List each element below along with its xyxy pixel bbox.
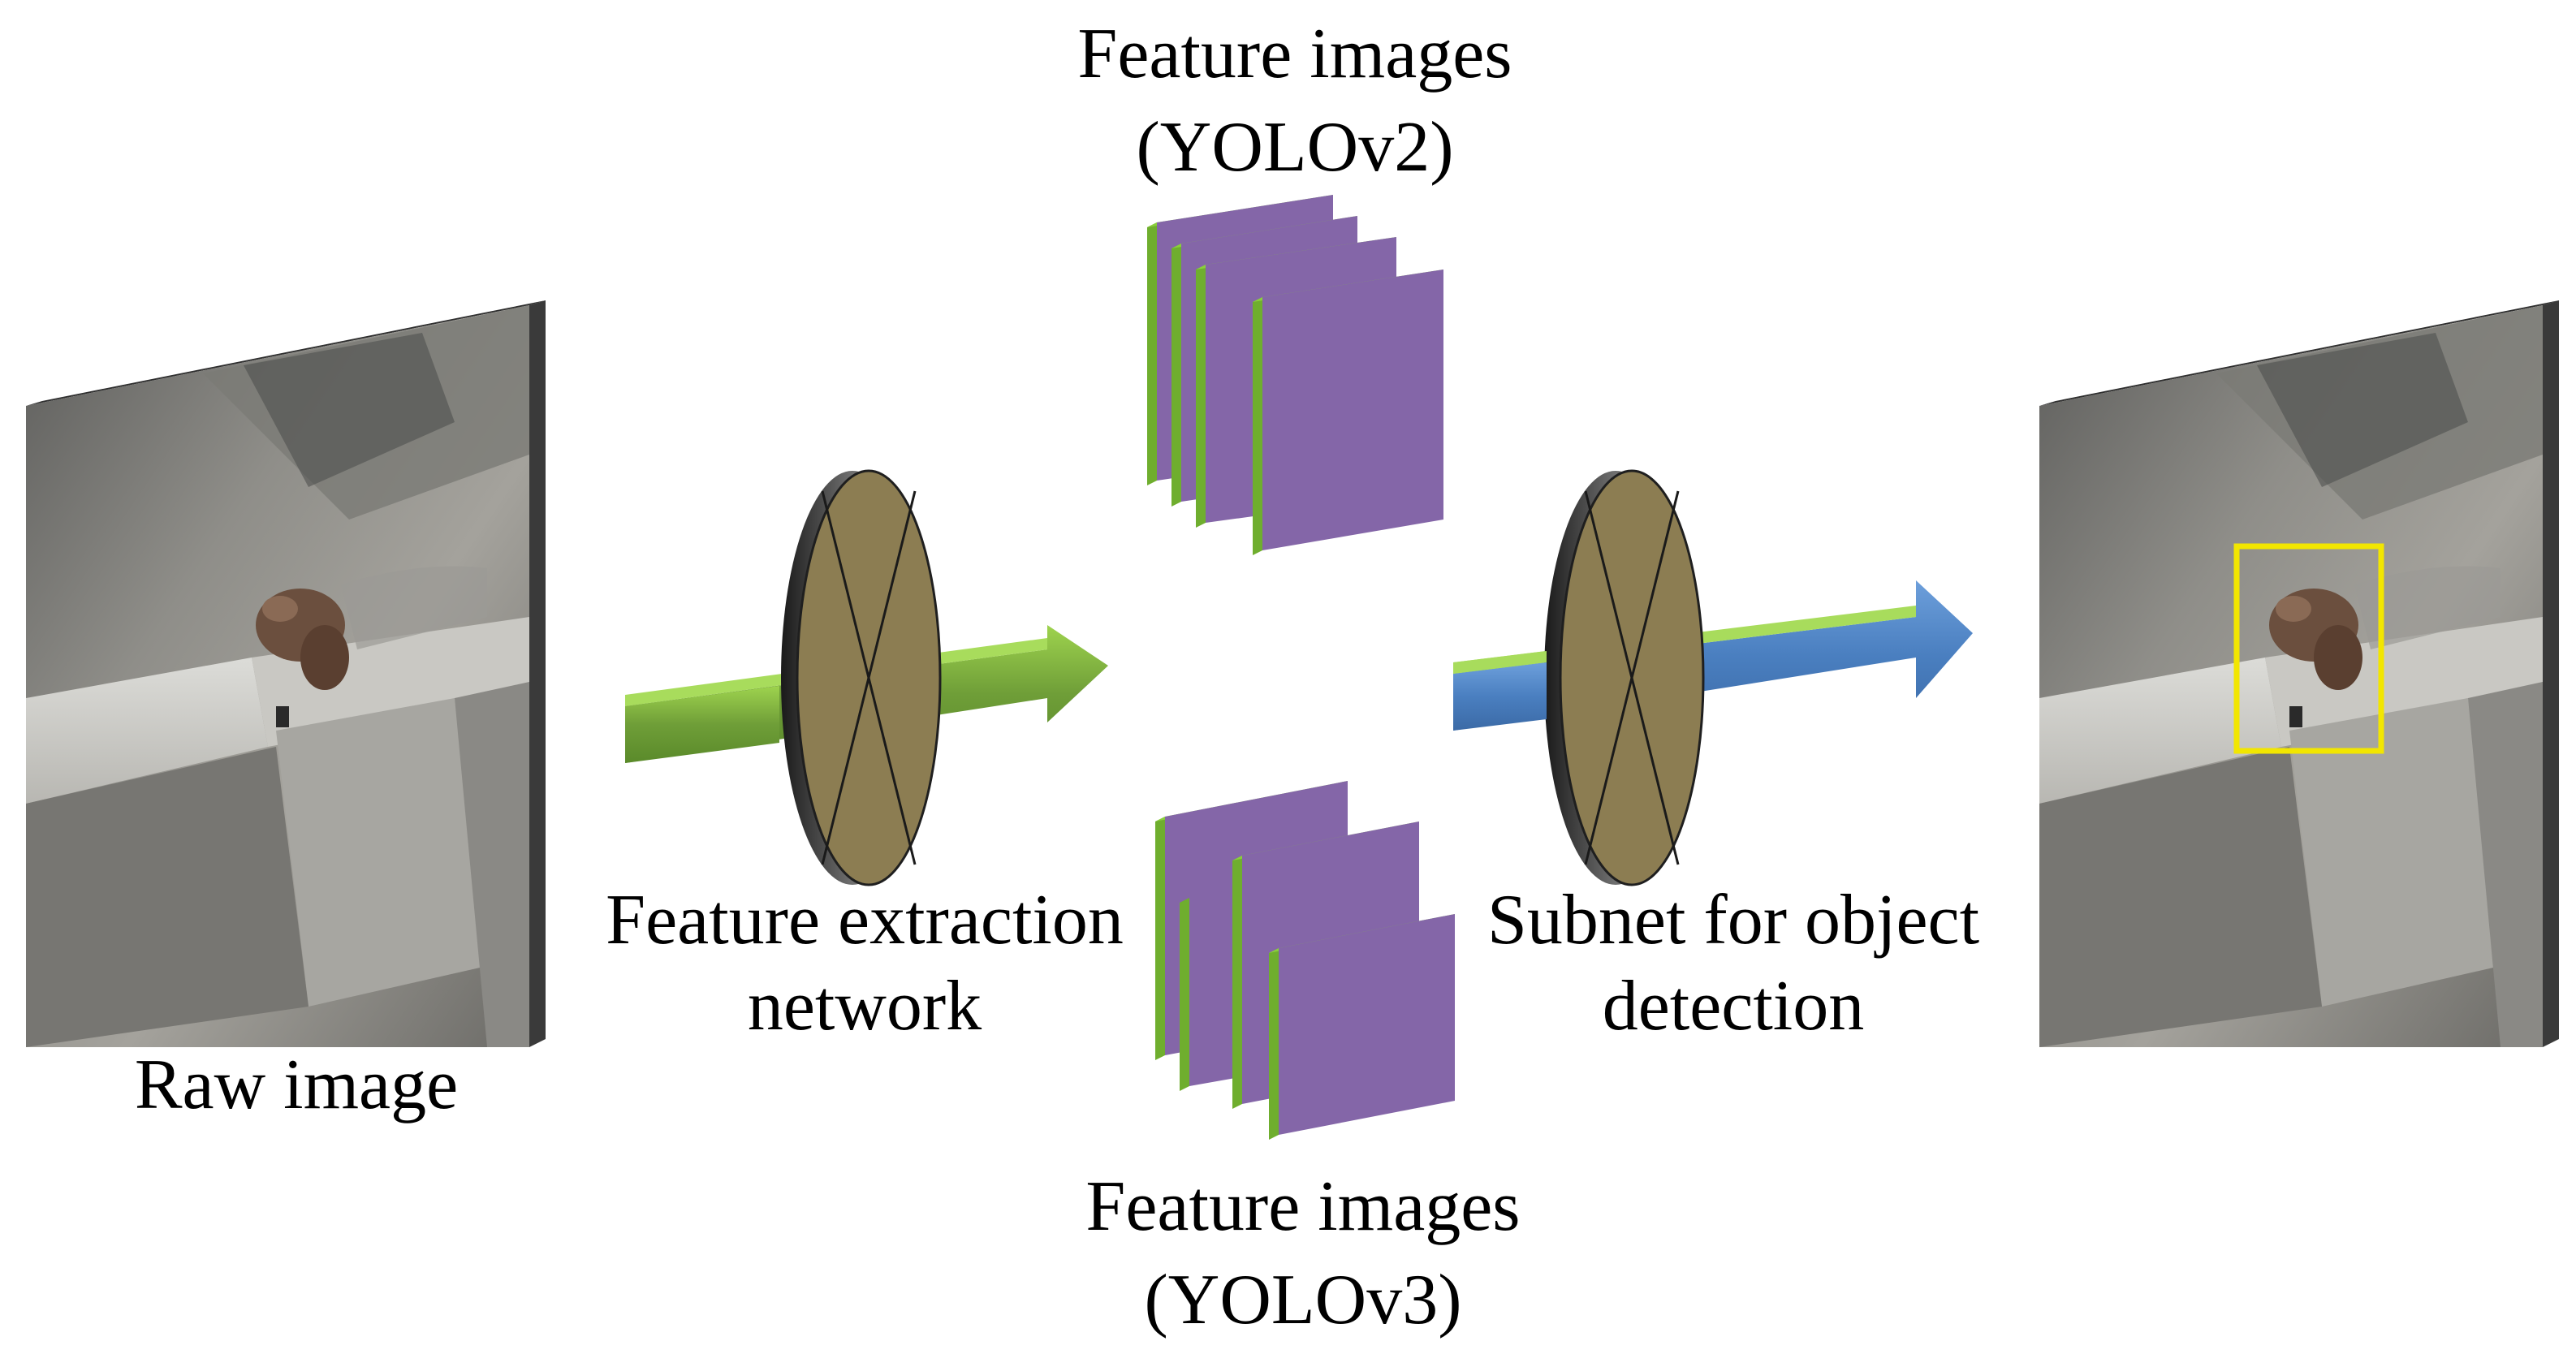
- feature-images-yolov3-subtitle: (YOLOv3): [1144, 1261, 1461, 1339]
- feature-maps-yolov2: [1147, 195, 1443, 555]
- feature-images-yolov3-title: Feature images: [1085, 1167, 1520, 1246]
- subnet-label-line2: detection: [1603, 967, 1865, 1046]
- feature-maps-yolov3: [1155, 781, 1455, 1140]
- feature-images-yolov2-title: Feature images: [1077, 15, 1512, 93]
- feature-images-yolov2-subtitle: (YOLOv2): [1136, 108, 1453, 187]
- feature-extraction-lens-icon: [781, 469, 942, 886]
- detection-bounding-box: [2233, 543, 2384, 754]
- feature-extraction-label: Feature extraction: [606, 881, 1124, 959]
- detected-image-panel: [2039, 300, 2559, 1047]
- raw-image-label: Raw image: [135, 1046, 458, 1124]
- subnet-lens-icon: [1544, 469, 1705, 886]
- subnet-label: Subnet for object: [1487, 881, 1979, 959]
- raw-image-panel: [26, 300, 546, 1047]
- feature-extraction-label-line2: network: [748, 967, 982, 1046]
